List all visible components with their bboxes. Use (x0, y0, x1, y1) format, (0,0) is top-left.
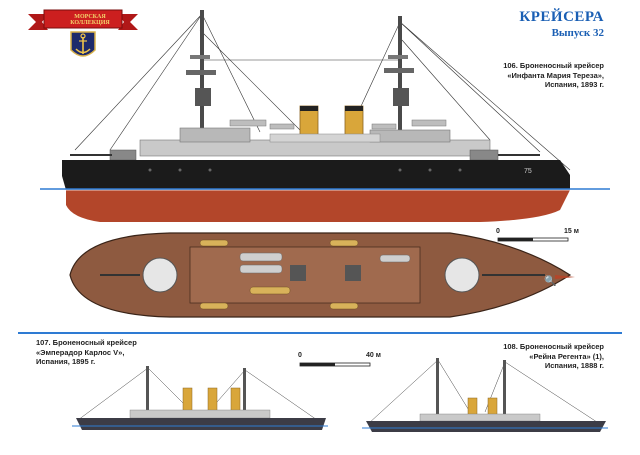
ship-106-side-view: 75 (40, 10, 610, 222)
scale-large-end: 15 м (564, 228, 579, 235)
scale-large-start: 0 (496, 228, 500, 235)
ship-108-side-view (362, 358, 608, 432)
scale-small-end: 40 м (366, 352, 381, 359)
ship-107-side-view (72, 366, 328, 430)
magnifier-icon: 🔍 (544, 276, 557, 287)
caption-ship-107: 107. Броненосный крейсер «Эмперадор Карл… (36, 338, 137, 366)
caption-ship-106: 106. Броненосный крейсер «Инфанта Мария … (503, 61, 604, 89)
issue-number: Выпуск 32 (551, 27, 604, 39)
scale-small-start: 0 (298, 352, 302, 359)
ship-106-top-view (69, 232, 575, 318)
logo-ribbon (28, 9, 138, 57)
scale-bar-40m (299, 362, 371, 367)
anchor-icon (70, 31, 96, 57)
scale-bar-15m (497, 237, 569, 242)
ribbon-label: МОРСКАЯ КОЛЛЕКЦИЯ (70, 14, 110, 26)
series-title: КРЕЙСЕРА (519, 9, 604, 25)
section-divider (18, 332, 622, 334)
svg-text:75: 75 (524, 168, 532, 175)
caption-ship-108: 108. Броненосный крейсер «Рейна Регента»… (503, 342, 604, 370)
